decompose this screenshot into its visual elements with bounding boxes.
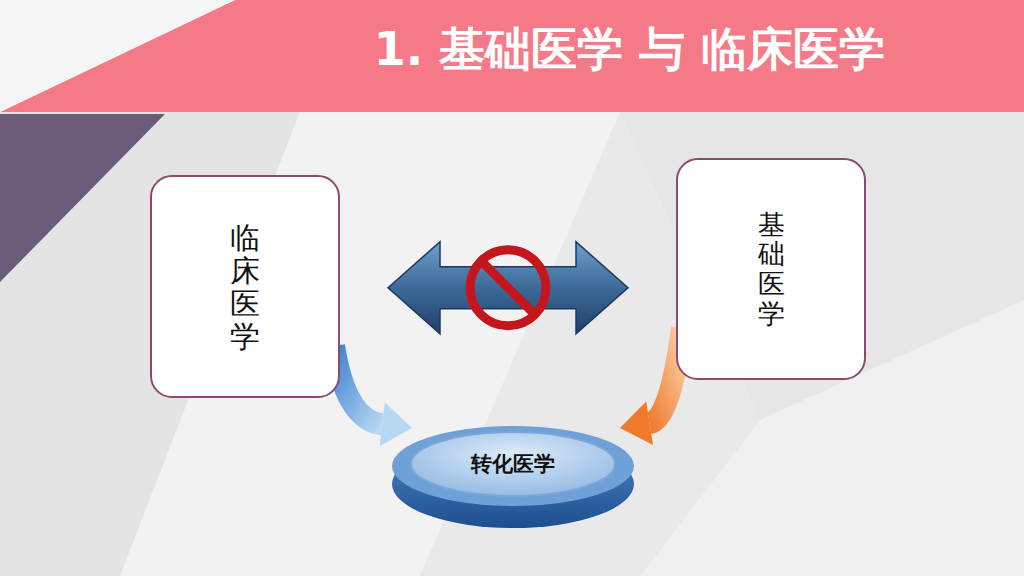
connector-arrow [388, 242, 628, 334]
purple-triangle [0, 114, 165, 282]
arrow-head [380, 403, 412, 447]
platform-disc: 转化医学 [390, 418, 636, 530]
vertical-label: 基础医学 [758, 210, 785, 329]
connector-arrow [620, 328, 682, 445]
disc-label: 转化医学 [471, 450, 555, 478]
connector-arrow [334, 346, 412, 446]
concept-box: 基础医学 [676, 158, 866, 380]
double-arrow [388, 242, 628, 334]
prohibition-sign [470, 250, 546, 326]
vertical-label: 临床医学 [230, 221, 260, 353]
slide-title: 1. 基础医学 与 临床医学 [235, 22, 1024, 77]
band-corner [0, 0, 235, 112]
arrow-head [620, 402, 653, 445]
concept-box: 临床医学 [150, 175, 340, 398]
title-band [0, 0, 1024, 112]
curved-shaft [334, 346, 382, 424]
